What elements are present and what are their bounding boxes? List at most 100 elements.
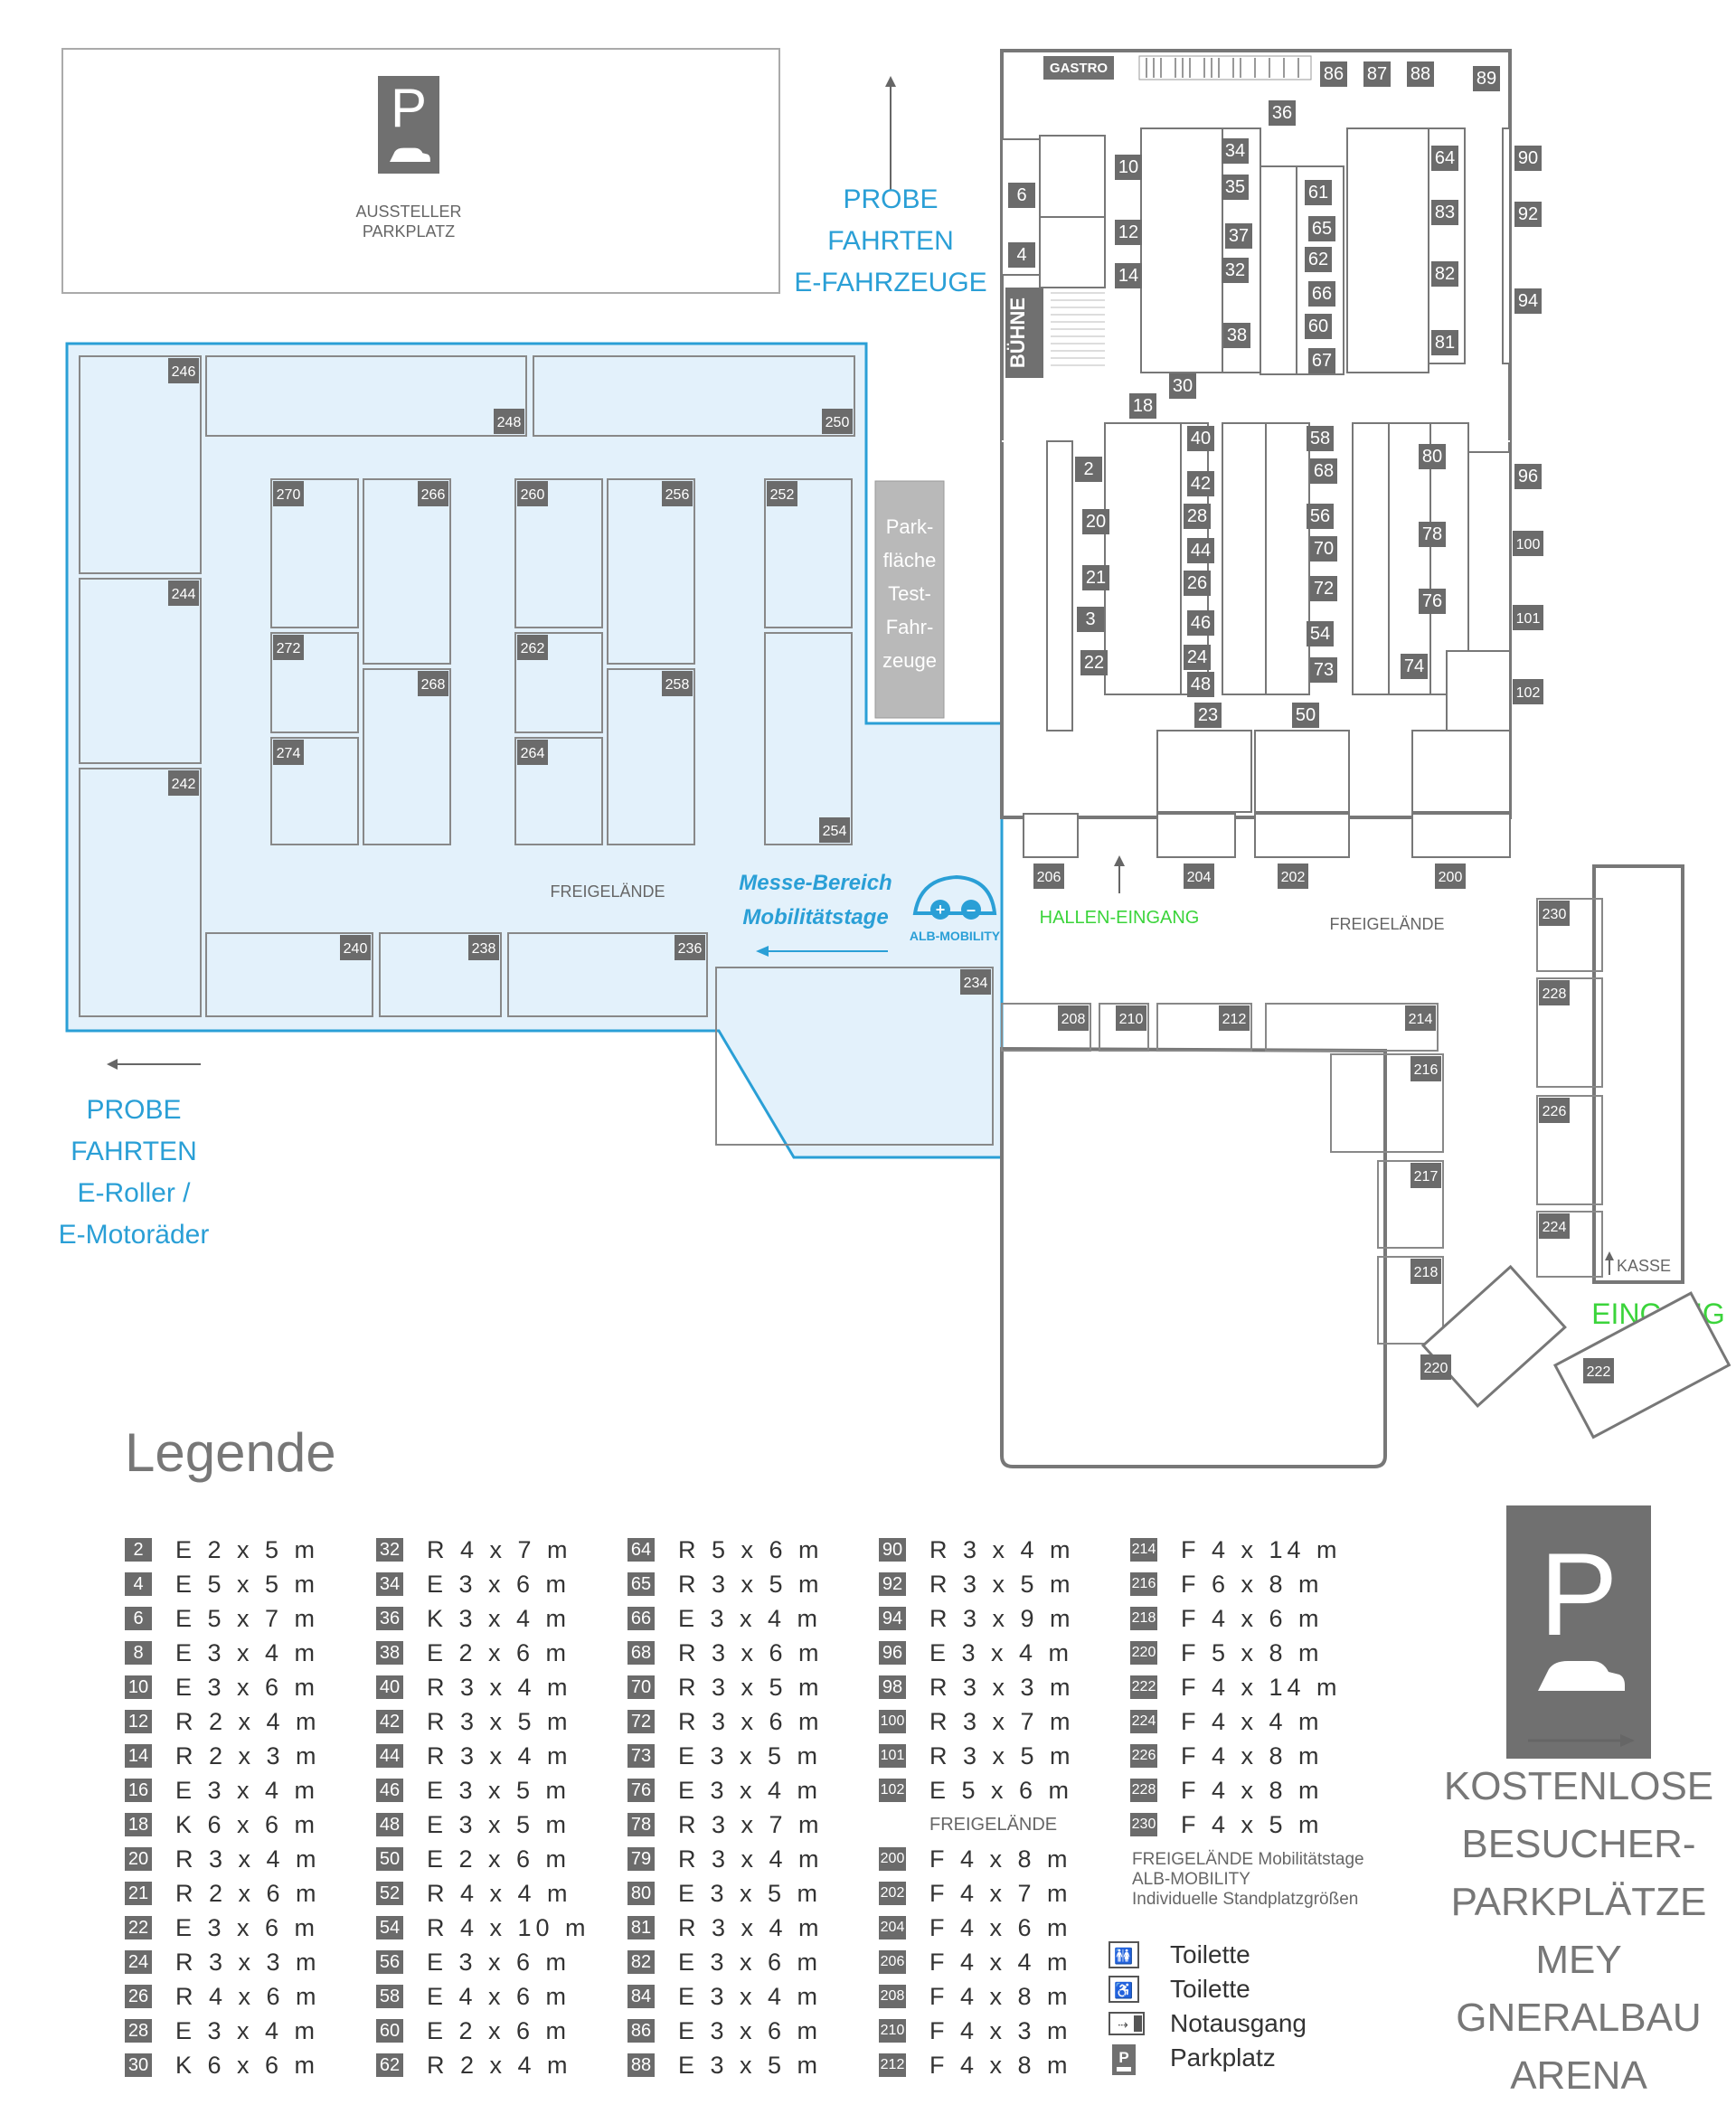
booth-68[interactable]: 68 xyxy=(1310,458,1337,484)
booth-88[interactable]: 88 xyxy=(1407,61,1434,87)
booth-37[interactable]: 37 xyxy=(1225,223,1252,249)
booth-46[interactable]: 46 xyxy=(1187,610,1214,636)
booth-242[interactable]: 242 xyxy=(79,768,202,1017)
booth-35[interactable]: 35 xyxy=(1222,175,1249,200)
booth-56[interactable]: 56 xyxy=(1307,504,1334,529)
booth-252[interactable]: 252 xyxy=(764,478,853,628)
booth-226[interactable]: 226 xyxy=(1536,1095,1603,1205)
booth-238[interactable]: 238 xyxy=(379,932,502,1017)
booth-74[interactable]: 74 xyxy=(1401,654,1428,679)
booth-81[interactable]: 81 xyxy=(1431,330,1458,355)
booth-204[interactable]: 204 xyxy=(1184,864,1214,889)
booth-12[interactable]: 12 xyxy=(1115,220,1142,245)
booth-24[interactable]: 24 xyxy=(1184,645,1211,670)
booth-102[interactable]: 102 xyxy=(1513,679,1543,704)
booth-42[interactable]: 42 xyxy=(1187,471,1214,496)
booth-216[interactable]: 216 xyxy=(1330,1053,1444,1153)
booth-236[interactable]: 236 xyxy=(507,932,708,1017)
booth-66[interactable]: 66 xyxy=(1308,281,1335,307)
booth-70[interactable]: 70 xyxy=(1310,536,1337,562)
booth-50[interactable]: 50 xyxy=(1292,703,1319,728)
booth-73[interactable]: 73 xyxy=(1310,657,1337,683)
booth-26[interactable]: 26 xyxy=(1184,571,1211,596)
booth-20[interactable]: 20 xyxy=(1082,509,1109,534)
booth-214[interactable]: 214 xyxy=(1265,1003,1439,1052)
booth-266[interactable]: 266 xyxy=(363,478,451,665)
booth-72[interactable]: 72 xyxy=(1310,576,1337,601)
booth-65[interactable]: 65 xyxy=(1308,216,1335,241)
booth-220[interactable]: 220 xyxy=(1420,1264,1567,1409)
booth-244[interactable]: 244 xyxy=(79,578,202,764)
booth-36[interactable]: 36 xyxy=(1269,100,1296,126)
booth-264[interactable]: 264 xyxy=(514,737,603,845)
booth-23[interactable]: 23 xyxy=(1194,703,1222,728)
booth-4[interactable]: 4 xyxy=(1008,242,1035,268)
booth-206[interactable]: 206 xyxy=(1033,864,1064,889)
booth-224[interactable]: 224 xyxy=(1536,1211,1603,1278)
booth-21[interactable]: 21 xyxy=(1082,565,1109,590)
booth-230[interactable]: 230 xyxy=(1536,898,1603,972)
booth-262[interactable]: 262 xyxy=(514,632,603,733)
booth-217[interactable]: 217 xyxy=(1377,1160,1444,1249)
booth-87[interactable]: 87 xyxy=(1363,61,1391,87)
booth-258[interactable]: 258 xyxy=(607,668,695,845)
booth-100[interactable]: 100 xyxy=(1513,531,1543,556)
booth-222[interactable]: 222 xyxy=(1552,1291,1731,1439)
booth-218[interactable]: 218 xyxy=(1377,1256,1444,1345)
booth-62[interactable]: 62 xyxy=(1305,247,1332,272)
booth-76[interactable]: 76 xyxy=(1419,589,1446,614)
booth-44[interactable]: 44 xyxy=(1187,538,1214,563)
booth-200[interactable]: 200 xyxy=(1435,864,1466,889)
booth-240[interactable]: 240 xyxy=(205,932,373,1017)
booth-228[interactable]: 228 xyxy=(1536,977,1603,1088)
booth-94[interactable]: 94 xyxy=(1514,288,1542,314)
booth-248[interactable]: 248 xyxy=(205,355,527,437)
booth-101[interactable]: 101 xyxy=(1513,605,1543,630)
booth-48[interactable]: 48 xyxy=(1187,672,1214,697)
booth-250[interactable]: 250 xyxy=(533,355,855,437)
booth-272[interactable]: 272 xyxy=(270,632,359,733)
booth-18[interactable]: 18 xyxy=(1129,393,1156,419)
booth-270[interactable]: 270 xyxy=(270,478,359,628)
booth-246[interactable]: 246 xyxy=(79,355,202,574)
booth-28[interactable]: 28 xyxy=(1184,504,1211,529)
booth-2[interactable]: 2 xyxy=(1075,457,1102,482)
booth-40[interactable]: 40 xyxy=(1187,426,1214,451)
booth-208[interactable]: 208 xyxy=(1001,1003,1091,1052)
booth-14[interactable]: 14 xyxy=(1115,263,1142,288)
booth-212[interactable]: 212 xyxy=(1156,1003,1252,1052)
booth-260[interactable]: 260 xyxy=(514,478,603,628)
booth-58[interactable]: 58 xyxy=(1307,426,1334,451)
booth-67[interactable]: 67 xyxy=(1308,348,1335,373)
booth-210[interactable]: 210 xyxy=(1099,1003,1149,1052)
booth-82[interactable]: 82 xyxy=(1431,261,1458,287)
booth-22[interactable]: 22 xyxy=(1080,650,1108,675)
booth-96[interactable]: 96 xyxy=(1514,464,1542,489)
booth-92[interactable]: 92 xyxy=(1514,202,1542,227)
booth-244-outline xyxy=(79,578,202,764)
booth-32[interactable]: 32 xyxy=(1222,258,1249,283)
booth-61[interactable]: 61 xyxy=(1305,180,1332,205)
booth-234[interactable]: 234 xyxy=(715,967,994,1146)
booth-254[interactable]: 254 xyxy=(764,632,853,845)
booth-202[interactable]: 202 xyxy=(1278,864,1308,889)
booth-30[interactable]: 30 xyxy=(1169,373,1196,399)
booth-60[interactable]: 60 xyxy=(1305,314,1332,339)
booth-268[interactable]: 268 xyxy=(363,668,451,845)
booth-38[interactable]: 38 xyxy=(1223,323,1250,348)
booth-64[interactable]: 64 xyxy=(1431,146,1458,171)
booth-83[interactable]: 83 xyxy=(1431,200,1458,225)
booth-78[interactable]: 78 xyxy=(1419,522,1446,547)
booth-10[interactable]: 10 xyxy=(1115,155,1142,180)
booth-274[interactable]: 274 xyxy=(270,737,359,845)
booth-80[interactable]: 80 xyxy=(1419,444,1446,469)
booth-3[interactable]: 3 xyxy=(1077,607,1104,632)
booth-256[interactable]: 256 xyxy=(607,478,695,665)
booth-89[interactable]: 89 xyxy=(1473,66,1500,91)
booth-86[interactable]: 86 xyxy=(1320,61,1347,87)
booth-90[interactable]: 90 xyxy=(1514,146,1542,171)
booth-6[interactable]: 6 xyxy=(1008,183,1035,208)
booth-34[interactable]: 34 xyxy=(1222,138,1249,164)
booth-54[interactable]: 54 xyxy=(1307,621,1334,646)
